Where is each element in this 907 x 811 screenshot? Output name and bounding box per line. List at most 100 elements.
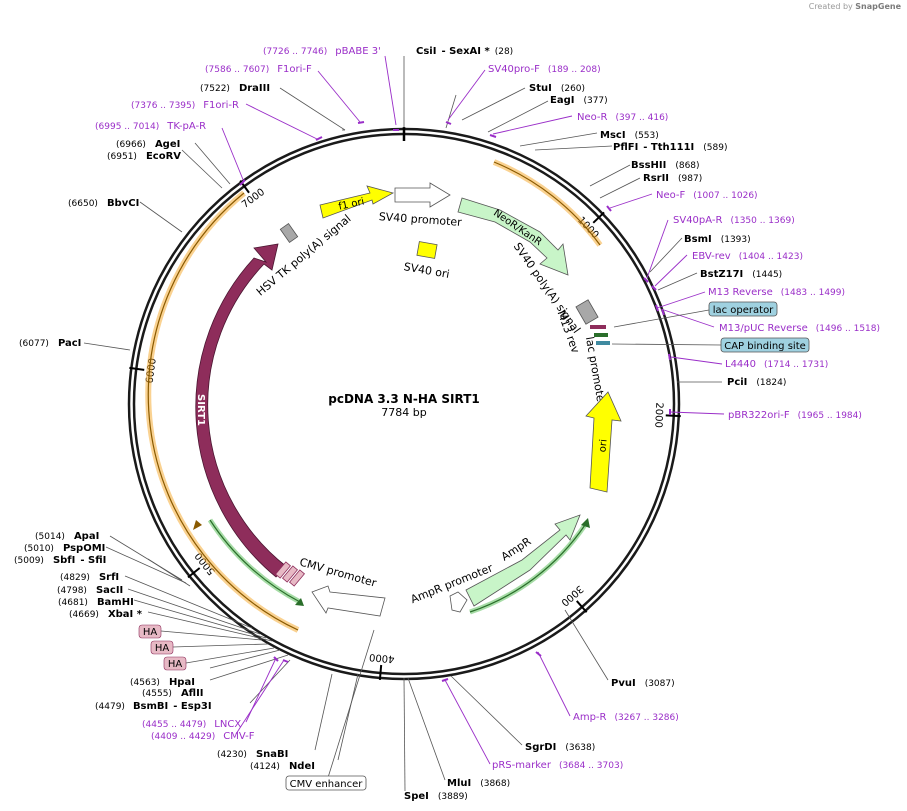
green-arrow-amp [581,518,590,528]
ha-tag-mark-1 [274,561,292,579]
cmv-enhancer-box [285,775,367,791]
enzyme-csii: CsiI- SexAI *(28) [416,46,513,57]
plasmid-length: 7784 bp [381,406,426,419]
enzyme-draiii: (7522)DraIII [200,83,270,94]
feature-f1-ori [319,185,395,219]
enzyme-sgrdi: SgrDI(3638) [525,742,595,753]
enzyme-apai: (5014)ApaI [35,531,99,542]
ha-label-2: HA [155,643,170,654]
primer-m13-puc-reverse: M13/pUC Reverse(1496 .. 1518) [719,323,880,334]
snapgene-brand: Created by SnapGene [809,2,901,11]
tick-mark-1000 [592,211,605,224]
feature-ori [585,391,622,493]
primer-neo-f: Neo-F(1007 .. 1026) [656,190,758,201]
lac-operator-label: lac operator [713,305,774,316]
enzyme-bsshii: BssHII(868) [631,160,700,171]
feature-neor-kanr [457,197,569,276]
primer-lncx: (4455 .. 4479)LNCX [142,719,241,730]
cap-site-mark [596,341,610,345]
feature-label-m13-rev: M13 rev [555,309,583,356]
enzyme-xbai: (4669)XbaI * [69,609,143,620]
ha-box-3 [163,656,187,671]
ha-label-1: HA [143,627,158,638]
tick-label-3000: 3000 [559,583,585,608]
primer-site-marks [239,121,671,682]
enzyme-ndei: (4124)NdeI [250,761,315,772]
primer-pbr322ori-f: pBR322ori-F(1965 .. 1984) [728,410,862,421]
lac-operator-mark [590,325,606,329]
orf-arc-neo-line [493,161,601,246]
enzyme-spei: SpeI(3889) [404,791,468,802]
primer-m13-reverse: M13 Reverse(1483 .. 1499) [708,287,845,298]
green-arrow-cmv [295,598,304,606]
enzyme-mlui: MluI(3868) [447,778,510,789]
enzyme-bsmbi: (4479)BsmBI- Esp3I [95,701,212,712]
enzyme-msci: MscI(553) [600,130,659,141]
enzyme-bstz17i: BstZ17I(1445) [700,269,782,280]
primer-leader-lines [221,55,725,765]
primer-amp-r: Amp-R(3267 .. 3286) [573,712,679,723]
enzyme-agei: (6966)AgeI [116,139,180,150]
feature-label-sirt1: SIRT1 [195,394,206,426]
primer-l4440: L4440(1714 .. 1731) [725,359,828,370]
brand-created-by: Created by [808,2,853,11]
enzyme-srfi: (4829)SrfI [60,572,119,583]
enzyme-pvui: PvuI(3087) [611,678,675,689]
primer-sv40pa-r: SV40pA-R(1350 .. 1369) [673,215,795,226]
lac-operator-box [708,301,778,317]
primer-f1ori-r: (7376 .. 7395)F1ori-R [131,100,239,111]
feature-label-cmv-promoter: CMV promoter [298,555,378,589]
brand-name: SnapGene [855,2,901,11]
feature-ampr-promoter [449,591,468,613]
lac-promoter-mark [594,333,608,337]
enzyme-paci: (6077)PacI [19,338,81,349]
feature-label-f1-ori: f1 ori [338,196,366,212]
feature-sirt1 [195,243,288,578]
green-arc-cmv [207,518,302,605]
enzyme-stui: StuI(260) [529,83,585,94]
feature-sv40-polya-box [575,299,599,325]
feature-sv40-ori [416,241,438,259]
enzyme-snabi: (4230)SnaBI [217,749,288,760]
enzyme-bamhi: (4681)BamHI [58,597,134,608]
primer-ebv-rev: EBV-rev(1404 .. 1423) [692,251,803,262]
enzyme-pflfi: PflFI- Tth111I(589) [613,142,727,153]
feature-hsv-tk-polya-box [279,223,299,243]
primer-pbabe3: (7726 .. 7746)pBABE 3' [263,46,381,57]
enzyme-hpai: (4563)HpaI [130,677,195,688]
primer-sv40pro-f: SV40pro-F(189 .. 208) [488,64,601,75]
tick-mark-4000 [378,664,383,681]
enzyme-sacii: (4798)SacII [57,585,123,596]
tick-mark-3000 [576,600,588,613]
feature-label-sv40-promoter: SV40 promoter [378,210,462,229]
enzyme-rsrii: RsrII(987) [643,173,702,184]
enzyme-bbvci: (6650)BbvCI [68,198,139,209]
feature-cmv-promoter [311,585,386,617]
cap-binding-site-label: CAP binding site [724,341,806,352]
tick-mark-5000 [187,567,201,579]
tick-label-7000: 7000 [240,187,267,211]
feature-ampr [465,514,581,607]
primer-cmv-f: (4409 .. 4429)CMV-F [151,731,255,742]
cmv-enhancer-label: CMV enhancer [290,779,364,790]
enzyme-labels: CsiI- SexAI *(28) StuI(260) EagI(377) Ms… [14,46,786,802]
ha-box-2 [150,640,174,655]
tick-label-2000: 2000 [652,402,664,428]
green-arc-cmv-line [209,519,301,603]
feature-sv40-promoter [394,182,451,208]
boxed-labels: lac operator CAP binding site CMV enhanc… [138,301,810,791]
green-arc-amp-line [469,524,586,613]
orf-arc-left-line [147,192,299,631]
tick-mark-6000 [129,366,145,371]
primer-tk-pa-r: (6995 .. 7014)TK-pA-R [95,121,206,132]
primer-f1ori-f: (7586 .. 7607)F1ori-F [205,64,312,75]
enzyme-pcii: PciI(1824) [727,377,786,388]
leader-lines [83,56,722,792]
ha-box-1 [138,624,162,639]
enzyme-ecorv: (6951)EcoRV [107,151,181,162]
feature-label-sv40-ori: SV40 ori [403,260,451,281]
orf-arrow-left [193,520,202,530]
enzyme-eagi: EagI(377) [550,95,608,106]
enzyme-aflii: (4555)AflII [142,688,204,699]
